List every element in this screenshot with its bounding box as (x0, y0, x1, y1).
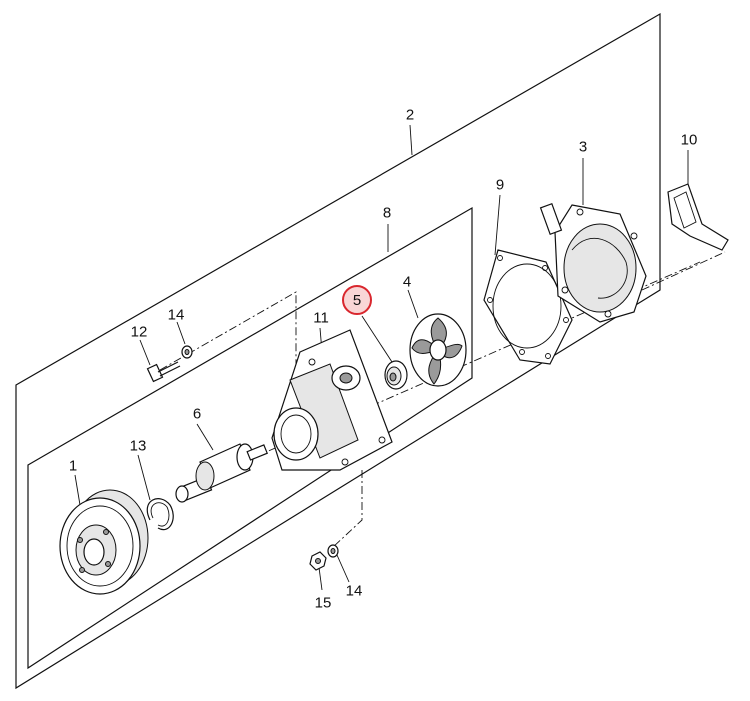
rear-gasket-part[interactable] (667, 183, 729, 251)
callout-5-highlighted[interactable]: 5 (342, 285, 372, 315)
callout-13[interactable]: 13 (129, 437, 147, 455)
callout-12[interactable]: 12 (130, 323, 148, 341)
leader-lines (74, 124, 689, 591)
callout-4[interactable]: 4 (402, 273, 412, 291)
assembly-frame-outer (15, 12, 661, 690)
seal-part[interactable] (384, 360, 408, 390)
callout-8[interactable]: 8 (382, 204, 392, 222)
callout-10[interactable]: 10 (680, 131, 698, 149)
gasket-part[interactable] (483, 249, 573, 365)
washer-part[interactable] (181, 345, 193, 359)
snap-ring-part[interactable] (146, 498, 174, 531)
washer-lower-part[interactable] (327, 544, 339, 558)
bolt-part[interactable] (146, 361, 181, 383)
callout-14-upper[interactable]: 14 (167, 306, 185, 324)
callout-11[interactable]: 11 (313, 309, 329, 327)
callout-9[interactable]: 9 (495, 176, 505, 194)
callout-1[interactable]: 1 (68, 457, 78, 475)
callout-6[interactable]: 6 (192, 405, 202, 423)
callout-15[interactable]: 15 (314, 594, 332, 612)
pulley-part[interactable] (59, 489, 149, 595)
impeller-part[interactable] (409, 313, 467, 387)
shaft-bearing-part[interactable] (175, 443, 268, 503)
pump-cover-part[interactable] (539, 203, 647, 323)
callout-14-lower[interactable]: 14 (345, 582, 363, 600)
axis-lines (159, 251, 726, 549)
callout-2[interactable]: 2 (405, 106, 415, 124)
callout-3[interactable]: 3 (578, 138, 588, 156)
nut-part[interactable] (309, 551, 327, 571)
assembly-frame-inner (27, 206, 473, 670)
pump-housing-part[interactable] (271, 329, 393, 471)
